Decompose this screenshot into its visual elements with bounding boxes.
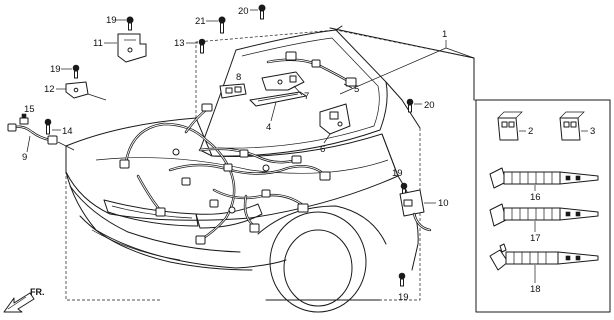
bracket-7 [261,71,305,91]
bolt-20-right [406,98,414,113]
leader-box-top [195,29,475,118]
callout-10: 10 [438,198,449,209]
cable-band-18 [489,243,599,271]
callout-4: 4 [266,122,271,133]
front-direction-label: FR. [30,287,45,297]
callout-21: 21 [195,16,206,27]
callout-17: 17 [530,233,541,244]
leader-box-right [380,128,421,301]
connector-3 [559,111,585,141]
vehicle-outline [65,25,475,313]
engine-wire-harness [119,103,331,245]
cable-band-17 [489,203,599,227]
callout-18: 18 [530,284,541,295]
sub-harness-5 [266,51,357,87]
callout-2: 2 [528,126,533,137]
bolt-19-left [72,64,80,79]
callout-14: 14 [62,126,73,137]
callout-13: 13 [174,38,185,49]
bolt-20-top [258,4,266,20]
callout-5: 5 [354,84,359,95]
clip-15 [19,113,29,125]
callout-11: 11 [93,38,103,49]
callout-15: 15 [24,104,35,115]
callout-19-bottom: 19 [398,292,409,303]
callout-19-right: 19 [392,168,403,179]
callout-12: 12 [44,84,55,95]
connector-8 [219,83,247,99]
callout-6: 6 [320,144,325,155]
bracket-12 [65,81,89,99]
callout-3: 3 [590,126,595,137]
callout-19-left: 19 [50,64,61,75]
connector-2 [497,111,523,141]
sub-harness-9 [7,123,58,145]
bolt-19-top [126,16,134,31]
front-direction-arrow [3,292,35,313]
harness-cover-4 [249,91,307,107]
callout-16: 16 [530,192,541,203]
callout-8: 8 [236,72,241,83]
bolt-21 [218,16,226,34]
callout-20-top: 20 [238,6,249,17]
cable-band-16 [489,167,599,189]
bolt-13 [198,38,206,54]
callout-9: 9 [22,152,27,163]
sub-harness-10 [399,189,432,232]
callout-19-top: 19 [106,15,117,26]
callout-7: 7 [304,91,309,102]
bolt-14 [44,118,52,135]
leader-box-left [65,146,160,301]
bracket-6 [319,103,351,135]
parts-panel [475,99,611,313]
bolt-19-bottom [398,272,406,287]
bracket-11 [117,33,147,63]
callout-1: 1 [442,29,447,40]
callout-20-right: 20 [424,100,435,111]
